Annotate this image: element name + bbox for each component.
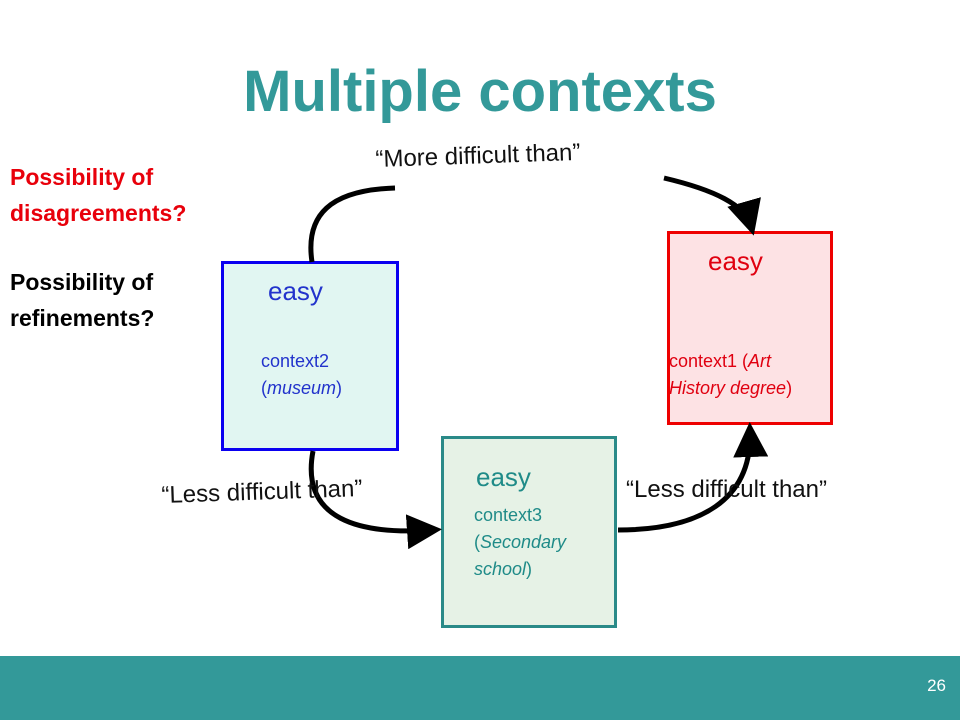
context3-box	[441, 436, 617, 628]
context2-label: context2 (museum)	[261, 348, 342, 402]
arrow-bottom-right	[617, 422, 769, 533]
context2-rating: easy	[268, 276, 323, 306]
context3-place-line1: (Secondary	[474, 532, 567, 552]
disagreement-question: Possibility of disagreements?	[10, 159, 186, 231]
context2-name: context2	[261, 351, 330, 371]
footer-bar	[0, 656, 960, 720]
relation-bottom-right-label: “Less difficult than”	[626, 476, 827, 503]
page-number: 26	[927, 676, 946, 695]
arrow-bottom-left	[308, 450, 442, 550]
context3-rating: easy	[476, 462, 531, 492]
refinement-line-1: Possibility of	[10, 269, 154, 295]
arrow-top-right	[663, 175, 761, 236]
context2-place: (museum)	[261, 378, 343, 398]
arrow-top	[308, 185, 396, 263]
context1-name-line: context1 (Art	[669, 351, 772, 371]
context1-place-line: History degree)	[669, 378, 793, 398]
context1-label: context1 (Art History degree)	[669, 348, 792, 402]
disagreement-line-1: Possibility of	[10, 164, 154, 190]
refinement-line-2: refinements?	[10, 305, 155, 331]
context3-label: context3 (Secondary school)	[474, 502, 566, 583]
context3-place-line2: school)	[474, 559, 533, 579]
context3-name: context3	[474, 505, 543, 525]
slide-title: Multiple contexts	[243, 59, 717, 124]
refinement-question: Possibility of refinements?	[10, 264, 154, 336]
context1-rating: easy	[708, 246, 763, 276]
disagreement-line-2: disagreements?	[10, 200, 187, 226]
context2-box	[221, 261, 399, 451]
